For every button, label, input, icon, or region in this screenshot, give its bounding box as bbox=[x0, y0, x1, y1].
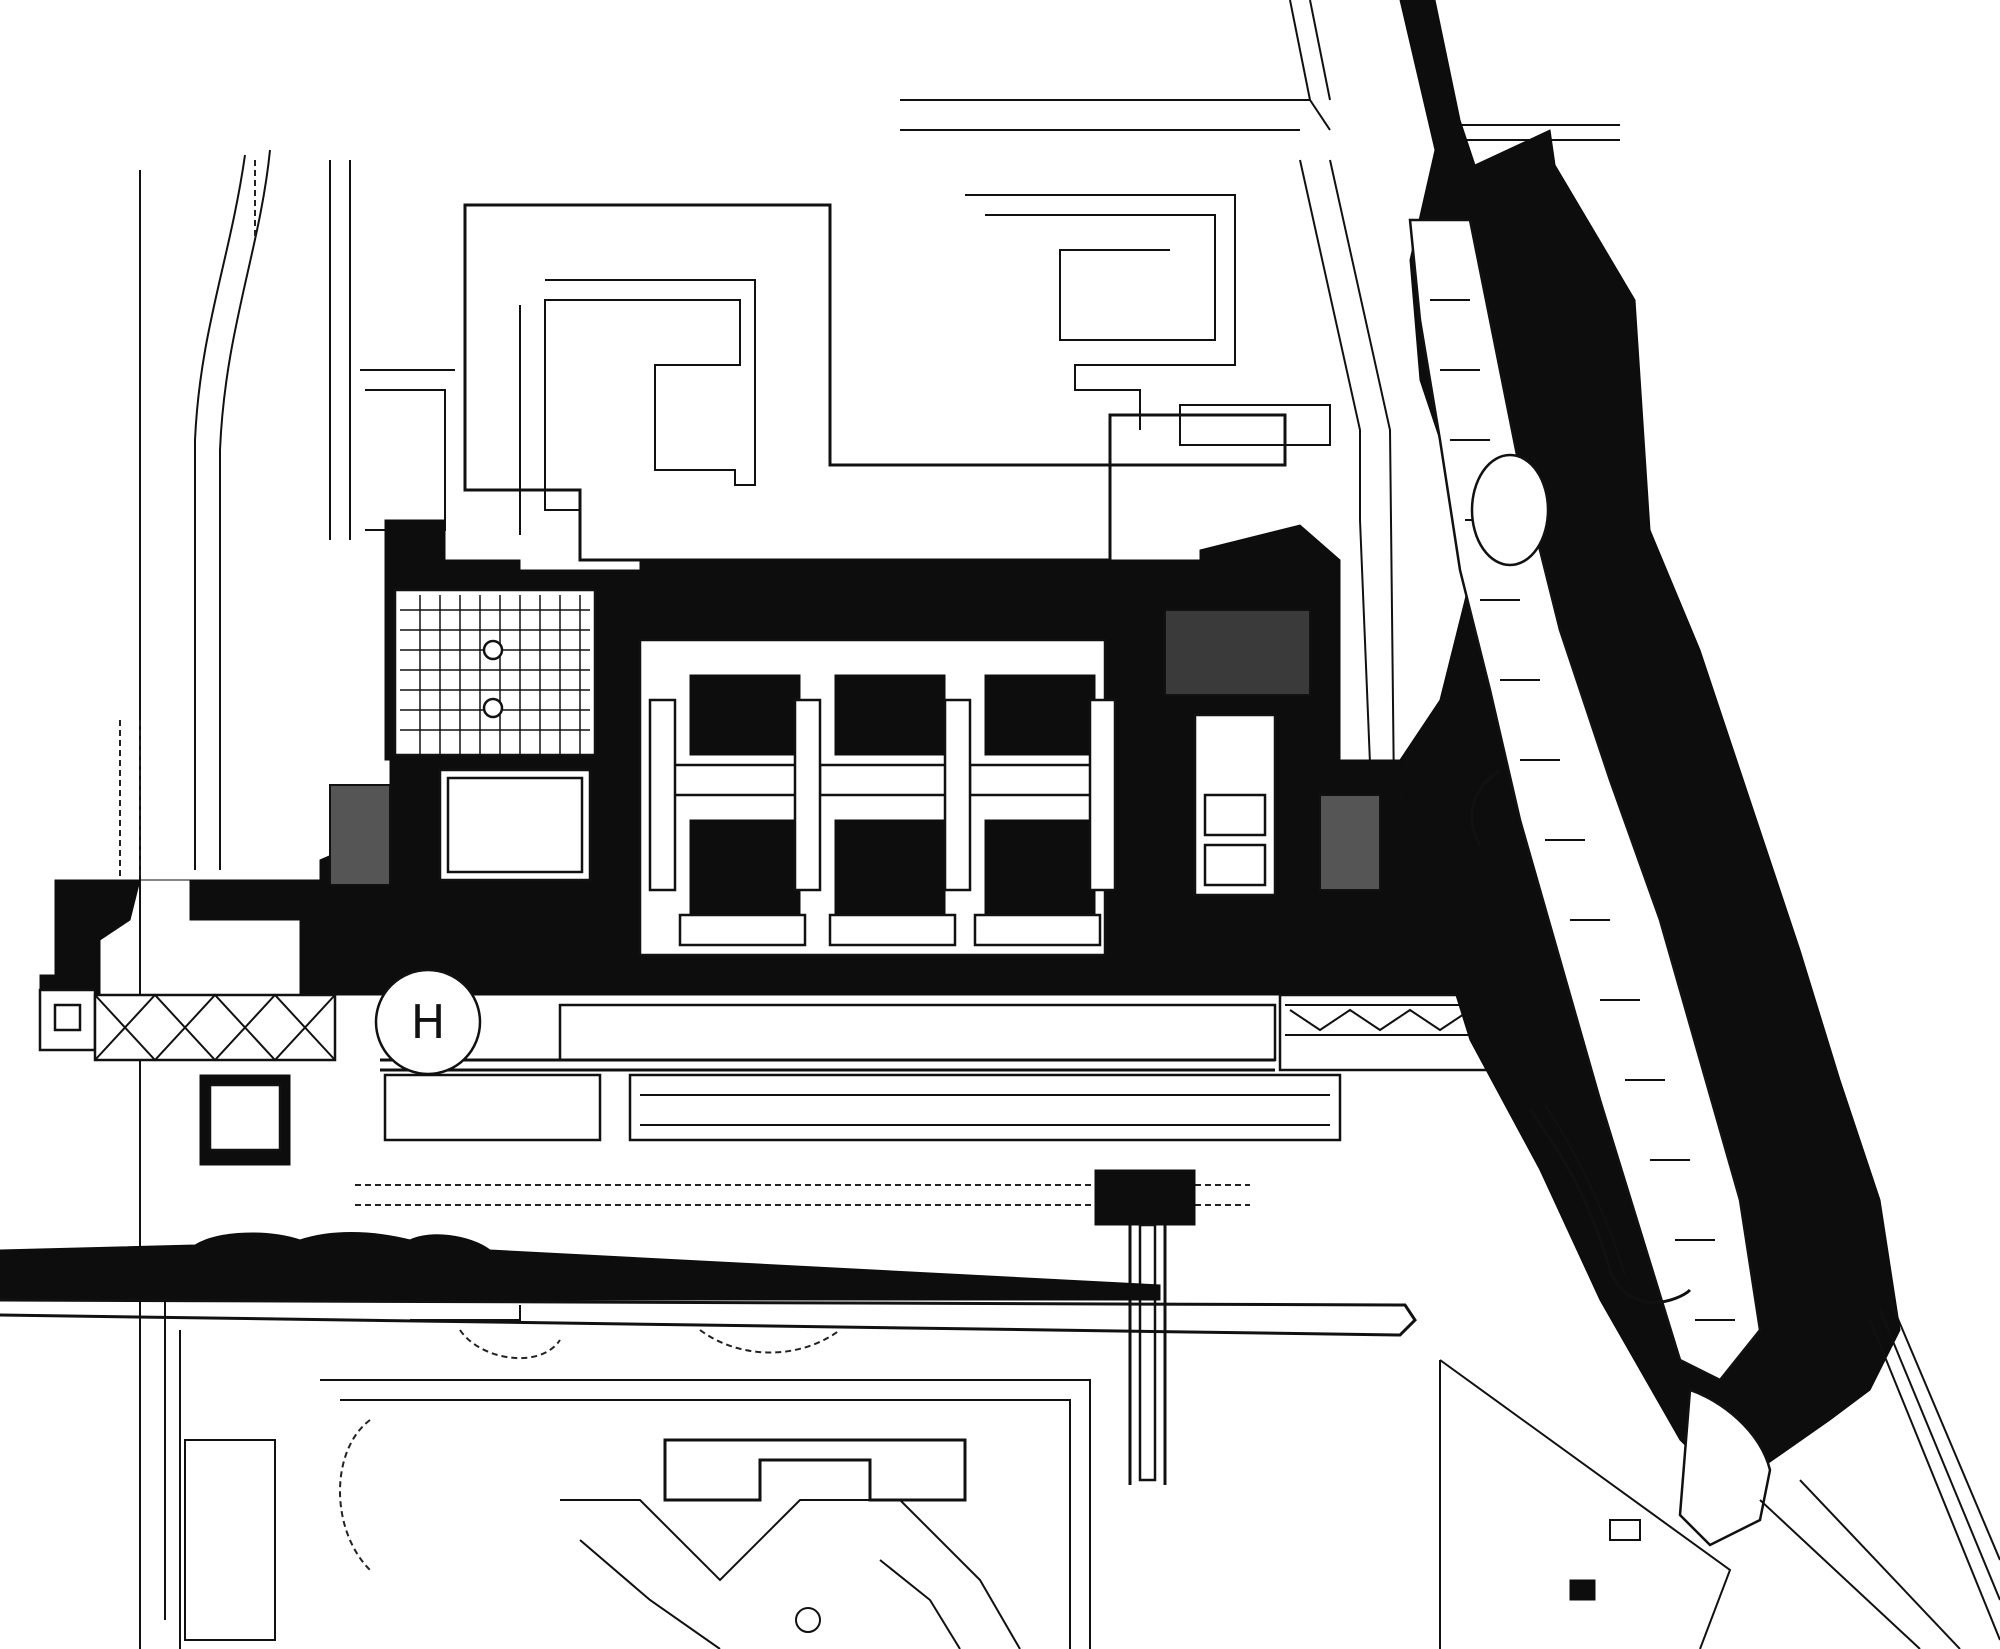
main-complex bbox=[39, 519, 1581, 1021]
helipad-mark: H bbox=[411, 995, 446, 1049]
gallery-spine bbox=[38, 988, 1562, 1072]
helipad: H bbox=[374, 968, 482, 1076]
central-courts bbox=[638, 638, 1117, 957]
existing-buildings bbox=[365, 194, 1331, 562]
street-outlines bbox=[139, 0, 1620, 1649]
rail-tracks bbox=[1759, 1299, 2000, 1649]
canal bbox=[0, 1232, 1417, 1337]
viaduct-station bbox=[1399, 0, 1901, 1547]
lower-arcade bbox=[199, 1073, 1342, 1166]
pedestrian-bridge bbox=[1094, 1169, 1196, 1485]
lower-plaza bbox=[179, 1329, 1732, 1649]
